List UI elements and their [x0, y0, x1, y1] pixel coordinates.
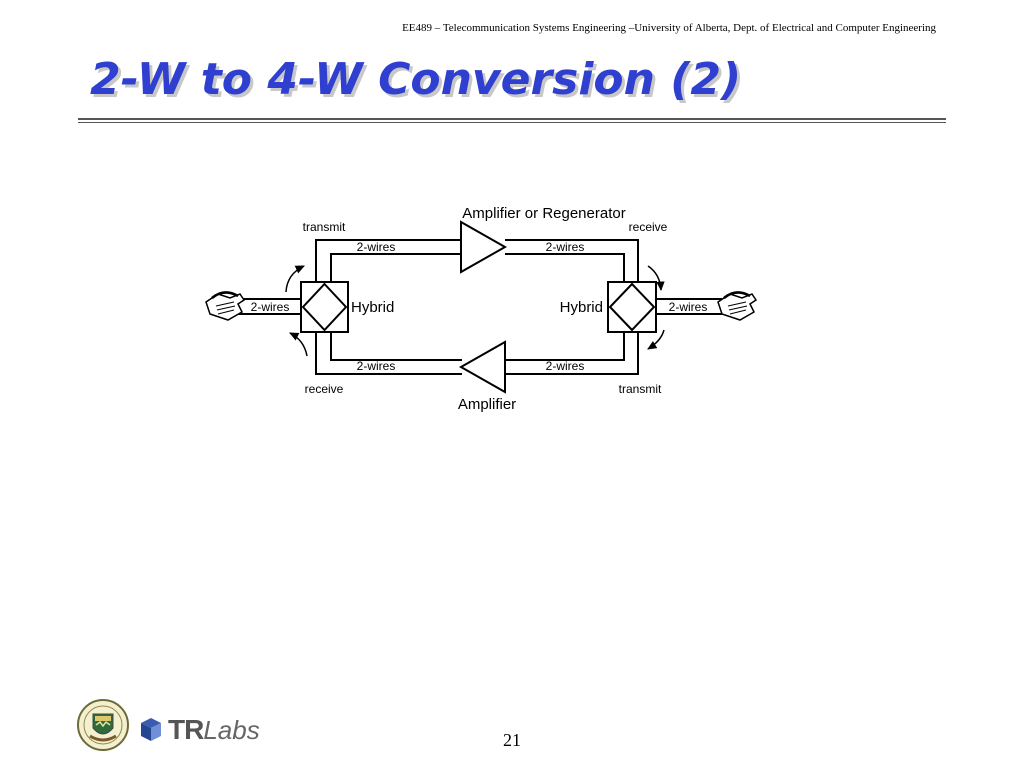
- right-telephone-icon: [717, 291, 758, 321]
- wire-label-right-phone: 2-wires: [669, 300, 708, 314]
- left-transmit-arrow: [285, 265, 305, 293]
- top-outer-wire: [315, 239, 462, 282]
- left-transmit-label: transmit: [303, 220, 346, 234]
- bottom-amplifier-label: Amplifier: [458, 396, 516, 413]
- top-inner-wire: [330, 253, 462, 282]
- left-hybrid-label: Hybrid: [351, 299, 394, 316]
- top-amplifier: [460, 220, 508, 274]
- wire-label-bottom-right: 2-wires: [546, 359, 585, 373]
- right-receive-label: receive: [629, 220, 668, 234]
- bottom-outer-wire: [315, 332, 462, 375]
- bottom-inner-wire-right: [505, 332, 625, 361]
- bottom-amplifier: [458, 340, 506, 394]
- wire-label-top-left: 2-wires: [357, 240, 396, 254]
- top-amplifier-label: Amplifier or Regenerator: [462, 205, 625, 222]
- page-number: 21: [503, 730, 521, 750]
- right-receive-arrow: [647, 265, 665, 292]
- trlabs-labs-text: Labs: [203, 714, 260, 745]
- title-rule-bottom: [78, 122, 946, 123]
- top-inner-wire-right: [505, 253, 625, 282]
- trlabs-mark-icon: [141, 718, 161, 741]
- right-transmit-arrow: [647, 329, 665, 350]
- bottom-inner-wire: [330, 332, 462, 361]
- left-receive-label: receive: [305, 382, 344, 396]
- right-hybrid: [607, 281, 657, 333]
- top-outer-wire-right: [505, 239, 639, 282]
- university-seal-icon: [77, 699, 129, 751]
- left-hybrid: [300, 281, 349, 333]
- title-rule-top: [78, 118, 946, 120]
- right-transmit-label: transmit: [619, 382, 662, 396]
- left-receive-arrow: [289, 332, 308, 357]
- trlabs-logo: TR Labs: [138, 714, 260, 746]
- bottom-outer-wire-right: [505, 332, 639, 375]
- slide-title: 2-W to 4-W Conversion (2): [90, 54, 742, 105]
- right-hybrid-label: Hybrid: [560, 299, 603, 316]
- course-header: EE489 – Telecommunication Systems Engine…: [402, 22, 936, 34]
- wire-label-left-phone: 2-wires: [251, 300, 290, 314]
- wire-label-bottom-left: 2-wires: [357, 359, 396, 373]
- wire-label-top-right: 2-wires: [546, 240, 585, 254]
- left-telephone-icon: [205, 291, 246, 321]
- trlabs-tr-text: TR: [168, 714, 204, 745]
